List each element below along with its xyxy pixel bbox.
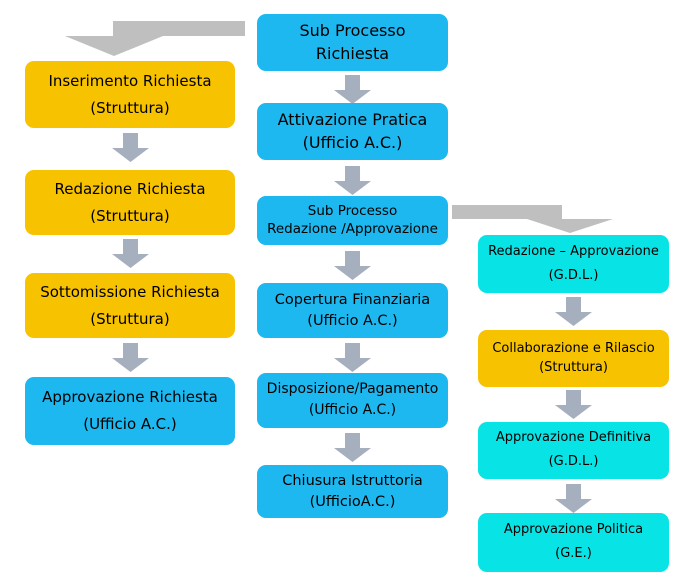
node-title: Inserimento Richiesta — [48, 71, 212, 90]
arrow-down-icon — [334, 343, 371, 372]
node-title: Sub Processo — [299, 21, 406, 41]
node-subtitle: (G.D.L.) — [548, 267, 599, 283]
arrow-down-icon — [555, 390, 592, 419]
node-inserimento-richiesta: Inserimento Richiesta (Struttura) — [25, 61, 235, 128]
arrow-down-icon — [555, 297, 592, 326]
node-title: Redazione – Approvazione — [488, 243, 659, 259]
node-approvazione-definitiva: Approvazione Definitiva (G.D.L.) — [478, 422, 669, 479]
node-disposizione-pagamento: Disposizione/Pagamento (Ufficio A.C.) — [257, 373, 448, 428]
node-subtitle: (G.D.L.) — [548, 454, 599, 469]
arrow-down-icon — [334, 251, 371, 280]
node-sub-processo-richiesta: Sub Processo Richiesta — [257, 14, 448, 71]
arrow-down-icon — [334, 75, 371, 104]
node-subtitle: (UfficioA.C.) — [309, 493, 396, 510]
arrow-down-icon — [555, 484, 592, 513]
node-sub-processo-redazione-approvazione: Sub Processo Redazione /Approvazione — [257, 196, 448, 245]
bent-arrow-to-left-column-icon — [65, 21, 245, 56]
node-title: Sub Processo — [307, 202, 398, 219]
node-attivazione-pratica: Attivazione Pratica (Ufficio A.C.) — [257, 103, 448, 160]
node-approvazione-richiesta: Approvazione Richiesta (Ufficio A.C.) — [25, 377, 235, 445]
node-title: Copertura Finanziaria — [274, 291, 431, 308]
node-subtitle: (Ufficio A.C.) — [307, 313, 398, 329]
bent-arrow-to-right-column-icon — [452, 205, 613, 233]
node-sottomissione-richiesta: Sottomissione Richiesta (Struttura) — [25, 273, 235, 338]
arrow-down-icon — [112, 343, 149, 372]
node-subtitle: (Struttura) — [90, 309, 170, 328]
node-title: Collaborazione e Rilascio — [492, 340, 655, 356]
node-subtitle: (Ufficio A.C.) — [308, 402, 397, 418]
node-subtitle: Redazione /Approvazione — [267, 221, 438, 237]
node-subtitle: (Struttura) — [90, 206, 170, 225]
node-collaborazione-e-rilascio: Collaborazione e Rilascio (Struttura) — [478, 330, 669, 387]
node-subtitle: (Ufficio A.C.) — [302, 133, 403, 152]
node-subtitle: (Struttura) — [539, 359, 608, 375]
arrow-down-icon — [334, 433, 371, 462]
node-title: Sottomissione Richiesta — [40, 282, 220, 301]
node-approvazione-politica: Approvazione Politica (G.E.) — [478, 513, 669, 572]
node-title: Approvazione Richiesta — [42, 388, 218, 407]
arrow-down-icon — [112, 239, 149, 268]
node-title: Chiusura Istruttoria — [282, 473, 423, 490]
node-chiusura-istruttoria: Chiusura Istruttoria (UfficioA.C.) — [257, 465, 448, 518]
node-title: Disposizione/Pagamento — [266, 381, 439, 398]
node-subtitle: (G.E.) — [555, 546, 592, 561]
node-title: Approvazione Definitiva — [495, 430, 652, 446]
node-redazione-approvazione: Redazione – Approvazione (G.D.L.) — [478, 235, 669, 293]
node-title: Approvazione Politica — [503, 522, 644, 538]
node-redazione-richiesta: Redazione Richiesta (Struttura) — [25, 170, 235, 235]
node-subtitle: Richiesta — [315, 44, 390, 63]
node-title: Redazione Richiesta — [54, 179, 206, 198]
arrow-down-icon — [334, 166, 371, 195]
node-copertura-finanziaria: Copertura Finanziaria (Ufficio A.C.) — [257, 283, 448, 338]
arrow-down-icon — [112, 133, 149, 162]
node-title: Attivazione Pratica — [277, 110, 428, 130]
node-subtitle: (Struttura) — [90, 98, 170, 117]
node-subtitle: (Ufficio A.C.) — [83, 415, 177, 433]
